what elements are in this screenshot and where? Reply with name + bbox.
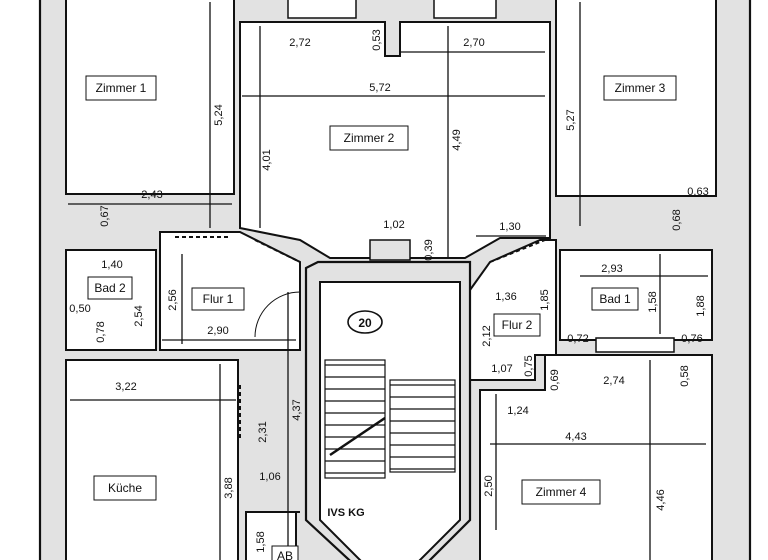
kueche-label: Küche [93,475,157,501]
zimmer-4-label: Zimmer 4 [521,479,601,505]
dim-z4-corner: 0,69 [549,369,561,390]
ab-label: AB [271,545,299,560]
dim-corridor-a: 2,31 [257,421,269,442]
room-kueche [65,359,239,560]
window [287,0,357,19]
zimmer-2-label: Zimmer 2 [329,125,409,151]
dimension-lines [68,2,708,560]
dim-z4-top: 2,74 [603,375,624,387]
svg-text:Flur 2: Flur 2 [502,318,533,332]
svg-text:Zimmer 1: Zimmer 1 [96,81,147,95]
dim-flur1-height: 2,56 [167,289,179,310]
svg-text:Bad 1: Bad 1 [599,292,631,306]
flur-1-label: Flur 1 [191,287,245,311]
dim-z2-bottom: 1,02 [383,219,404,231]
dim-corridor-c: 1,06 [259,471,280,483]
svg-text:Flur 1: Flur 1 [203,292,234,306]
dim-ab-height: 1,58 [255,531,267,552]
dim-z1-pillar: 0,67 [99,205,111,226]
dim-z2-bottom-small: 0,39 [423,239,435,260]
flur-2-label: Flur 2 [493,313,541,337]
dim-z3-corner: 0,63 [687,186,708,198]
zimmer-1-label: Zimmer 1 [85,75,157,101]
svg-text:AB: AB [277,549,293,560]
dim-bad2-width: 1,40 [101,259,122,271]
door-openings [175,188,551,513]
dim-z2-notch: 0,53 [371,29,383,50]
svg-text:Zimmer 4: Zimmer 4 [536,485,587,499]
svg-text:Bad 2: Bad 2 [94,281,126,295]
dim-bad1-width: 2,93 [601,263,622,275]
window [595,337,675,353]
dim-bad1-height-a: 1,58 [647,291,659,312]
zimmer-3-label: Zimmer 3 [603,75,677,101]
window [369,239,411,261]
dim-bad1-right: 0,76 [681,333,702,345]
dim-bad2-small: 0,50 [69,303,90,315]
svg-text:Zimmer 3: Zimmer 3 [615,81,666,95]
dim-bad1-height-b: 1,88 [695,295,707,316]
dim-z2-width: 5,72 [369,82,390,94]
bad-2-label: Bad 2 [87,276,133,300]
dim-z2-height: 4,01 [261,149,273,170]
dim-z3-height: 5,27 [565,109,577,130]
dim-z4-height-left: 2,50 [483,475,495,496]
dim-bad2-small-v: 0,78 [95,321,107,342]
window [433,0,497,19]
dim-flur2-height: 2,12 [481,325,493,346]
dim-z3-pillar: 0,68 [671,209,683,230]
dim-bad1-left: 0,72 [567,333,588,345]
dim-z4-height: 4,46 [655,489,667,510]
dim-z4-width: 4,43 [565,431,586,443]
dim-z4-right-small: 0,58 [679,365,691,386]
dim-bad2-height: 2,54 [133,305,145,326]
dim-flur2-post: 1,85 [539,289,551,310]
dim-z2-height-right: 4,49 [451,129,463,150]
dim-z1-height: 5,24 [213,104,225,125]
dim-corridor-b: 4,37 [291,399,303,420]
dim-kueche-width: 3,22 [115,381,136,393]
svg-text:Zimmer 2: Zimmer 2 [344,131,395,145]
svg-text:Küche: Küche [108,481,142,495]
room-zimmer-4 [479,354,713,560]
dim-flur2-small: 0,75 [523,355,535,376]
dim-z2-top-left: 2,72 [289,37,310,49]
dim-kueche-height: 3,88 [223,477,235,498]
dim-flur1-width: 2,90 [207,325,228,337]
dim-flur2-bottom: 1,07 [491,363,512,375]
bad-1-label: Bad 1 [591,287,639,311]
door-swing [254,291,301,338]
dim-flur2-width: 1,36 [495,291,516,303]
dim-flur-top: 1,30 [499,221,520,233]
svg-text:20: 20 [358,316,372,330]
dim-z4-offset: 1,24 [507,405,528,417]
room-bad-2 [65,249,157,351]
stair-steps [324,359,456,479]
stair-label: IVS KG [327,507,364,519]
floor-number-badge: 20 [347,310,383,334]
dim-z1-width: 2,43 [141,189,162,201]
dim-z2-top-right: 2,70 [463,37,484,49]
